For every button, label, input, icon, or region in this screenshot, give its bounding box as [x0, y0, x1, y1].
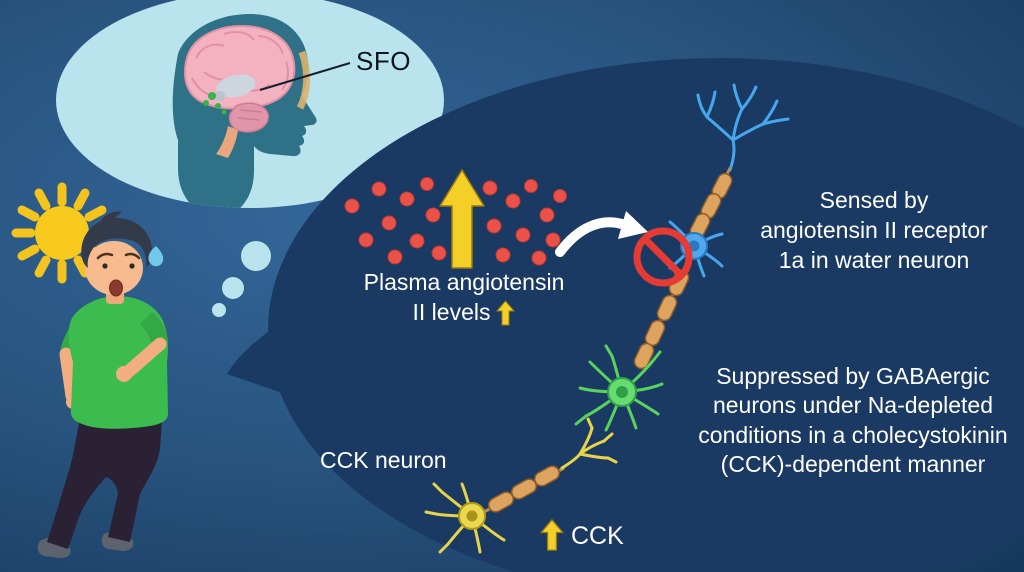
caption-line: Plasma angiotensin	[363, 269, 565, 295]
sfo-region	[203, 92, 227, 115]
gaba-neuron-graphic	[574, 344, 664, 432]
caption-line: angiotensin II receptor	[760, 216, 988, 243]
up-arrow-icon	[496, 300, 516, 326]
caption-line: Sensed by	[819, 187, 929, 213]
caption-line: II levels	[412, 298, 491, 325]
sun-icon	[11, 182, 113, 284]
curved-arrow-icon	[555, 211, 648, 257]
suppressed-caption: Suppressed by GABAergic neurons under Na…	[680, 362, 1024, 480]
caption-line: conditions in a cholecystokinin	[698, 421, 1008, 448]
prohibition-icon	[633, 227, 693, 287]
caption-line: (CCK)-dependent manner	[720, 451, 986, 478]
sfo-pointer-line	[259, 62, 351, 91]
sweat-drop-icon	[148, 246, 164, 267]
caption-line: Suppressed by GABAergic	[716, 363, 990, 389]
plasma-angiotensin-caption: Plasma angiotensin II levels	[338, 268, 590, 328]
water-neuron-graphic	[633, 83, 790, 370]
up-arrow-icon	[540, 518, 564, 551]
cck-caption: CCK	[540, 518, 624, 552]
cck-neuron-label: CCK neuron	[320, 447, 447, 473]
sensed-caption: Sensed by angiotensin II receptor 1a in …	[740, 186, 1008, 276]
angiotensin-molecules	[344, 177, 567, 266]
cck-label: CCK	[571, 521, 624, 550]
caption-line: neurons under Na-depleted	[712, 392, 994, 419]
person-illustration	[37, 211, 168, 558]
up-arrow-icon	[439, 169, 485, 269]
cck-neuron-graphic	[424, 417, 618, 554]
caption-line: 1a in water neuron	[778, 246, 970, 273]
sfo-label: SFO	[356, 46, 411, 76]
